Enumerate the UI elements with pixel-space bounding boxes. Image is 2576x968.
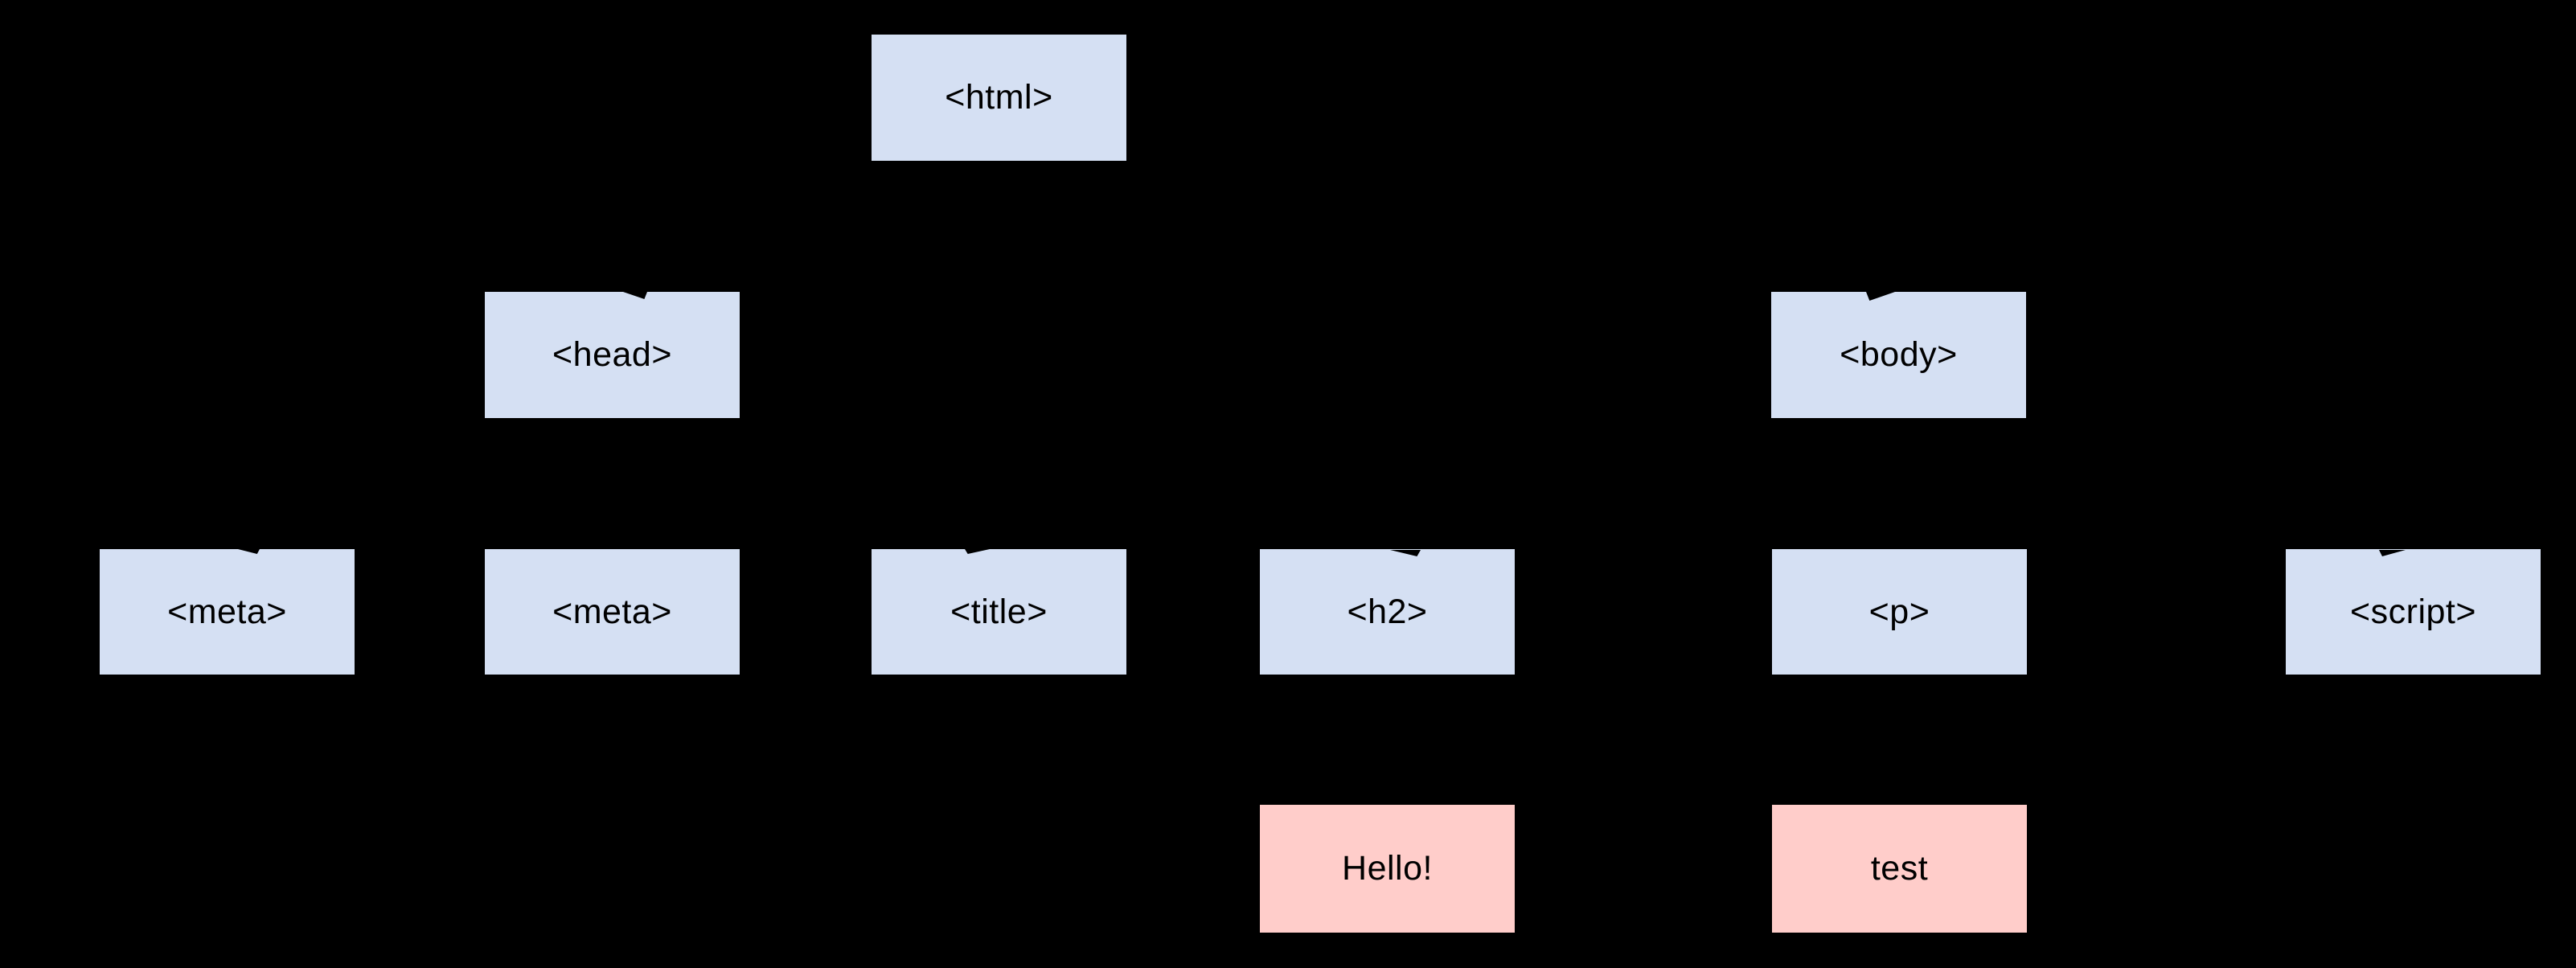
node-text-hello: Hello! [1260,805,1515,933]
node-script: <script> [2286,549,2541,675]
edge-arrowhead-icon-body-script [2379,550,2406,556]
node-head: <head> [485,292,740,418]
edge-arrowhead-icon-html-head [623,292,647,299]
node-p: <p> [1772,549,2027,675]
node-html: <html> [872,35,1126,161]
edge-arrowhead-icon-head-title [965,549,990,554]
node-meta-2: <meta> [485,549,740,675]
edge-arrowhead-icon-html-body [1866,292,1895,301]
edge-arrowhead-icon-head-meta1 [238,549,260,554]
node-body: <body> [1771,292,2026,418]
node-h2: <h2> [1260,549,1515,675]
node-meta-1: <meta> [100,549,355,675]
edge-arrowhead-icon-body-h2 [1390,550,1421,556]
node-title: <title> [872,549,1126,675]
node-text-test: test [1772,805,2027,933]
